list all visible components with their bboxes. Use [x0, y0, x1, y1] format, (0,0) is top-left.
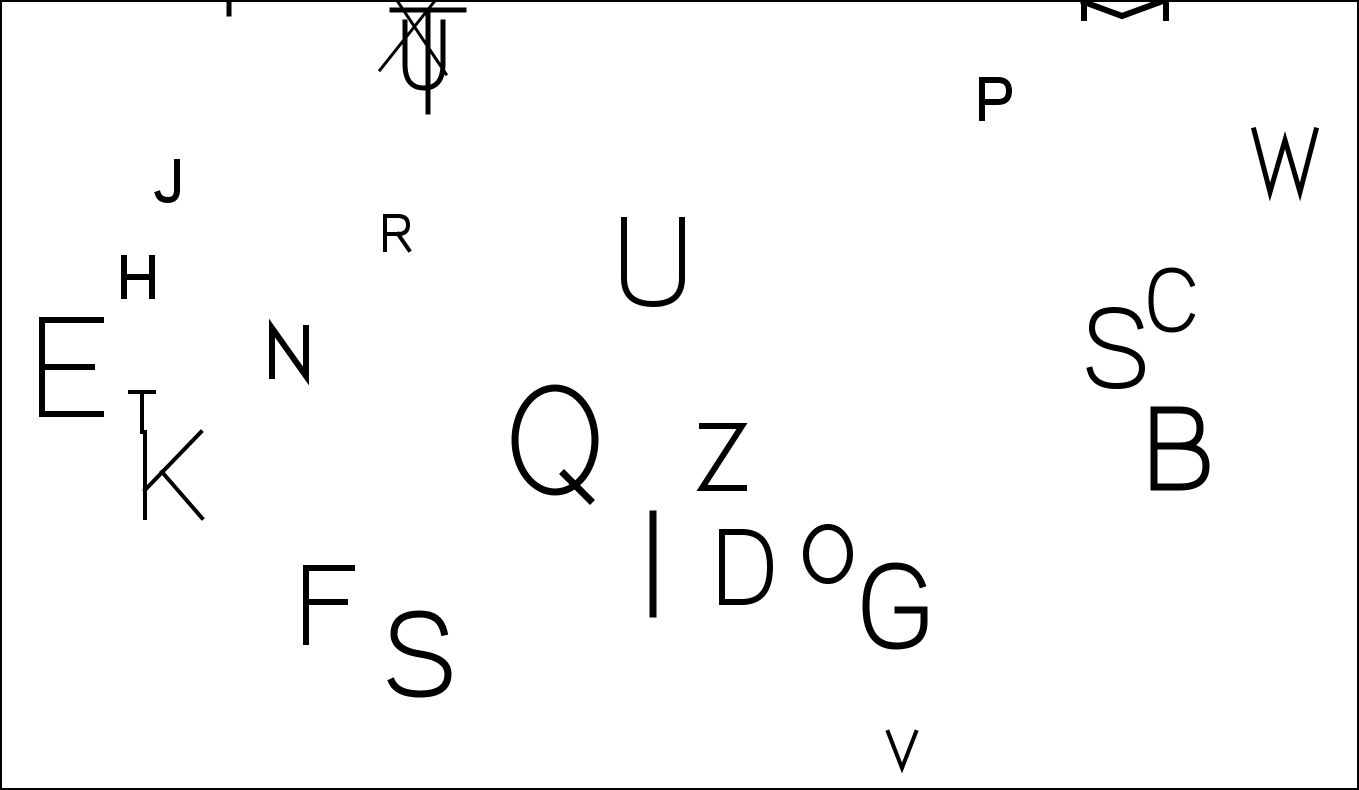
letter-s-bottom [387, 610, 452, 698]
letter-e [39, 317, 104, 417]
letter-u-large [621, 217, 685, 308]
letter-v [885, 729, 919, 774]
letter-top-u [402, 19, 446, 91]
letter-t-small [128, 390, 156, 434]
letter-r [383, 214, 412, 253]
letter-j [154, 159, 180, 204]
letter-g [862, 562, 928, 650]
letter-n [269, 318, 309, 386]
letter-s-right [1086, 306, 1146, 390]
letter-z [696, 423, 748, 491]
letter-k [142, 429, 205, 521]
letter-d [719, 529, 774, 605]
letter-p [979, 77, 1013, 121]
letter-h [121, 255, 155, 299]
letter-q [511, 384, 599, 505]
letter-b [1150, 406, 1210, 491]
letter-c [1148, 267, 1196, 333]
letter-top-m [1080, 2, 1169, 21]
letter-top-x [377, 2, 449, 77]
letter-w [1250, 126, 1320, 202]
letter-o [803, 524, 853, 584]
letter-f [303, 565, 355, 645]
